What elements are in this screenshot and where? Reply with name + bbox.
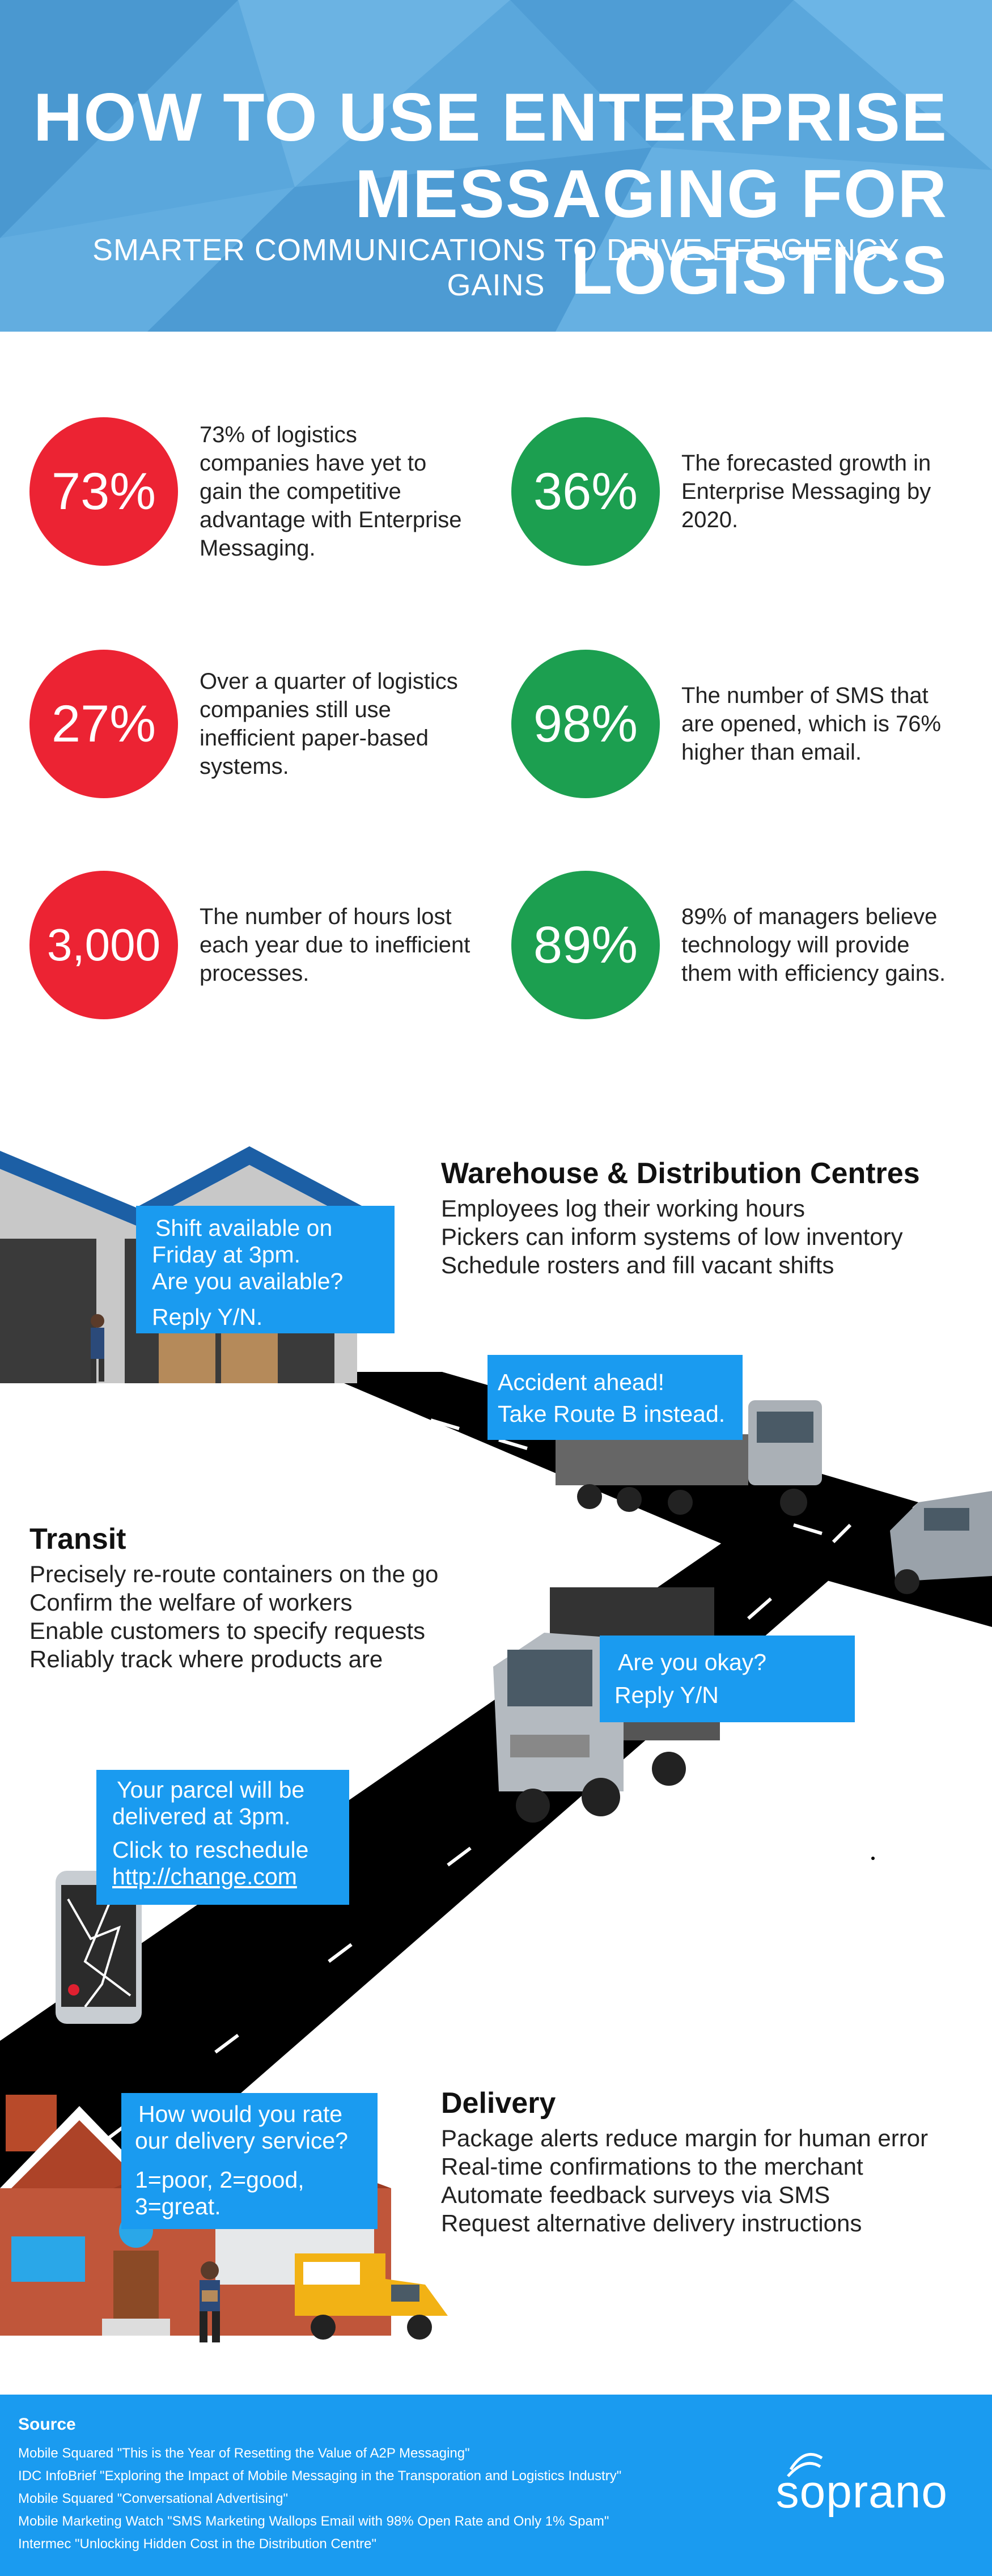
shift-message-bubble: Shift available on Friday at 3pm. Are yo… xyxy=(136,1206,395,1333)
stat-circle: 3,000 xyxy=(29,871,178,1019)
delivery-list: Package alerts reduce margin for human e… xyxy=(441,2124,928,2238)
delivery-title: Delivery xyxy=(441,2087,556,2120)
bubble-text: Reply Y/N xyxy=(614,1682,719,1708)
accident-message-bubble: Accident ahead! Take Route B instead. xyxy=(487,1355,743,1440)
truck-icon xyxy=(556,1400,822,1516)
reschedule-link[interactable]: http://change.com xyxy=(112,1863,297,1889)
page-subtitle: SMARTER COMMUNICATIONS TO DRIVE EFFICIEN… xyxy=(92,233,900,302)
list-item: Automate feedback surveys via SMS xyxy=(441,2181,830,2208)
bubble-text: Your parcel will be xyxy=(117,1777,305,1803)
stat-circle: 89% xyxy=(511,871,660,1019)
stat-73: 73% 73% of logistics companies have yet … xyxy=(29,417,494,570)
dot xyxy=(871,1857,875,1860)
title-line-1: HOW TO USE ENTERPRISE xyxy=(33,79,948,155)
phone-icon xyxy=(56,1871,142,2024)
stat-text: The number of hours lost each year due t… xyxy=(200,904,470,986)
parcel-message-bubble: Your parcel will be delivered at 3pm. Cl… xyxy=(96,1770,349,1905)
bubble-text: Reply Y/N. xyxy=(152,1304,263,1330)
list-item: Employees log their working hours xyxy=(441,1195,805,1222)
bubble-text: our delivery service? xyxy=(135,2128,348,2154)
bubble-text: Are you available? xyxy=(152,1268,344,1294)
source-item: Mobile Squared "Conversational Advertisi… xyxy=(18,2491,288,2506)
bubble-text: Shift available on xyxy=(155,1215,333,1241)
stat-36: 36% The forecasted growth in Enterprise … xyxy=(511,417,976,570)
soprano-logo: soprano xyxy=(775,2466,948,2518)
list-item: Precisely re-route containers on the go xyxy=(29,1561,439,1587)
transit-title: Transit xyxy=(29,1523,126,1556)
list-item: Schedule rosters and fill vacant shifts xyxy=(441,1252,834,1278)
source-item: Mobile Marketing Watch "SMS Marketing Wa… xyxy=(18,2514,609,2529)
list-item: Reliably track where products are xyxy=(29,1646,383,1672)
page-title: HOW TO USE ENTERPRISE MESSAGING FOR LOGI… xyxy=(0,79,948,309)
rating-message-bubble: How would you rate our delivery service?… xyxy=(121,2093,378,2229)
source-list: Mobile Squared "This is the Year of Rese… xyxy=(18,2442,621,2556)
bubble-text: 3=great. xyxy=(135,2193,221,2219)
crashed-car-icon xyxy=(890,1491,992,1594)
title-line-2: MESSAGING FOR LOGISTICS xyxy=(354,156,948,308)
source-item: Intermec "Unlocking Hidden Cost in the D… xyxy=(18,2536,376,2552)
list-item: Pickers can inform systems of low invent… xyxy=(441,1223,903,1250)
stat-27: 27% Over a quarter of logistics companie… xyxy=(29,650,494,803)
stat-98: 98% The number of SMS that are opened, w… xyxy=(511,650,976,803)
list-item: Request alternative delivery instruction… xyxy=(441,2210,862,2236)
warehouse-list: Employees log their working hours Picker… xyxy=(441,1194,903,1279)
list-item: Enable customers to specify requests xyxy=(29,1617,426,1644)
list-item: Package alerts reduce margin for human e… xyxy=(441,2125,929,2151)
transit-list: Precisely re-route containers on the go … xyxy=(29,1560,438,1673)
source-item: Mobile Squared "This is the Year of Rese… xyxy=(18,2446,470,2461)
warehouse-title: Warehouse & Distribution Centres xyxy=(441,1157,920,1190)
stat-circle: 27% xyxy=(29,650,178,798)
bubble-text: delivered at 3pm. xyxy=(112,1803,291,1829)
list-item: Confirm the welfare of workers xyxy=(29,1589,353,1616)
list-item: Real-time confirmations to the merchant xyxy=(441,2153,863,2180)
bubble-text: How would you rate xyxy=(138,2101,343,2127)
stat-3000: 3,000 The number of hours lost each year… xyxy=(29,871,494,1024)
stat-circle: 73% xyxy=(29,417,178,566)
header-banner: HOW TO USE ENTERPRISE MESSAGING FOR LOGI… xyxy=(0,0,992,332)
delivery-van-icon xyxy=(295,2253,448,2340)
bubble-text: 1=poor, 2=good, xyxy=(135,2167,304,2193)
stat-text: Over a quarter of logistics companies st… xyxy=(200,669,458,779)
bubble-text: Friday at 3pm. xyxy=(152,1242,301,1268)
truck-icon xyxy=(493,1587,720,1823)
courier-icon xyxy=(200,2261,220,2342)
bubble-text: Click to reschedule xyxy=(112,1837,309,1863)
stat-89: 89% 89% of managers believe technology w… xyxy=(511,871,976,1024)
header-triangle-pattern xyxy=(0,0,992,332)
source-item: IDC InfoBrief "Exploring the Impact of M… xyxy=(18,2468,622,2484)
stat-circle: 36% xyxy=(511,417,660,566)
okay-message-bubble: Are you okay? Reply Y/N xyxy=(600,1636,855,1722)
worker-icon xyxy=(91,1314,104,1382)
stat-text: The forecasted growth in Enterprise Mess… xyxy=(681,451,931,532)
stat-text: 89% of managers believe technology will … xyxy=(681,904,946,986)
stat-circle: 98% xyxy=(511,650,660,798)
soprano-logo-mark xyxy=(787,2452,823,2477)
stat-text: The number of SMS that are opened, which… xyxy=(681,683,942,765)
bubble-text: Accident ahead! xyxy=(498,1369,665,1395)
source-title: Source xyxy=(18,2415,76,2434)
road-markings xyxy=(101,1399,852,2145)
footer: Source Mobile Squared "This is the Year … xyxy=(0,2395,992,2576)
bubble-text: Take Route B instead. xyxy=(498,1401,726,1427)
bubble-text: Are you okay? xyxy=(618,1649,767,1675)
stat-text: 73% of logistics companies have yet to g… xyxy=(200,422,462,561)
